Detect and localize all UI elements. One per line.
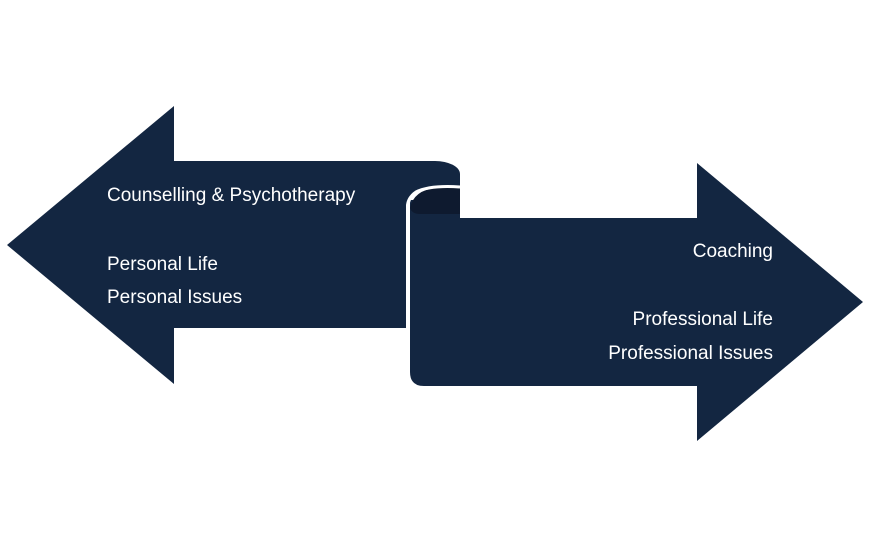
left-arrow-shape xyxy=(7,106,460,384)
right-arrow-line-1: Professional Life xyxy=(632,309,773,330)
scroll-fold-inner xyxy=(410,187,460,214)
left-arrow-title: Counselling & Psychotherapy xyxy=(107,185,356,206)
left-arrow-line-2: Personal Issues xyxy=(107,287,243,308)
scroll-fold-outline xyxy=(406,185,461,380)
left-arrow-line-1: Personal Life xyxy=(107,254,218,275)
right-arrow-shape xyxy=(410,163,863,441)
right-arrow-title: Coaching xyxy=(692,241,773,262)
right-arrow-line-2: Professional Issues xyxy=(608,343,773,364)
